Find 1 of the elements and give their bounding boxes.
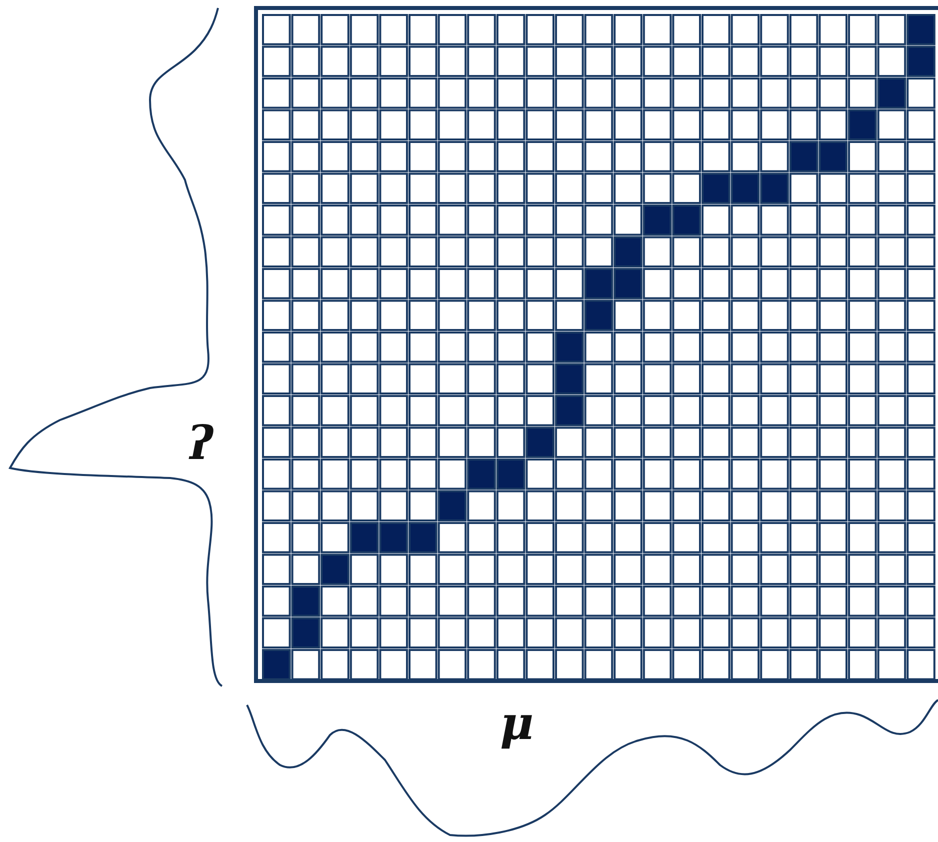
axis-symbol: ʔ <box>188 420 214 466</box>
